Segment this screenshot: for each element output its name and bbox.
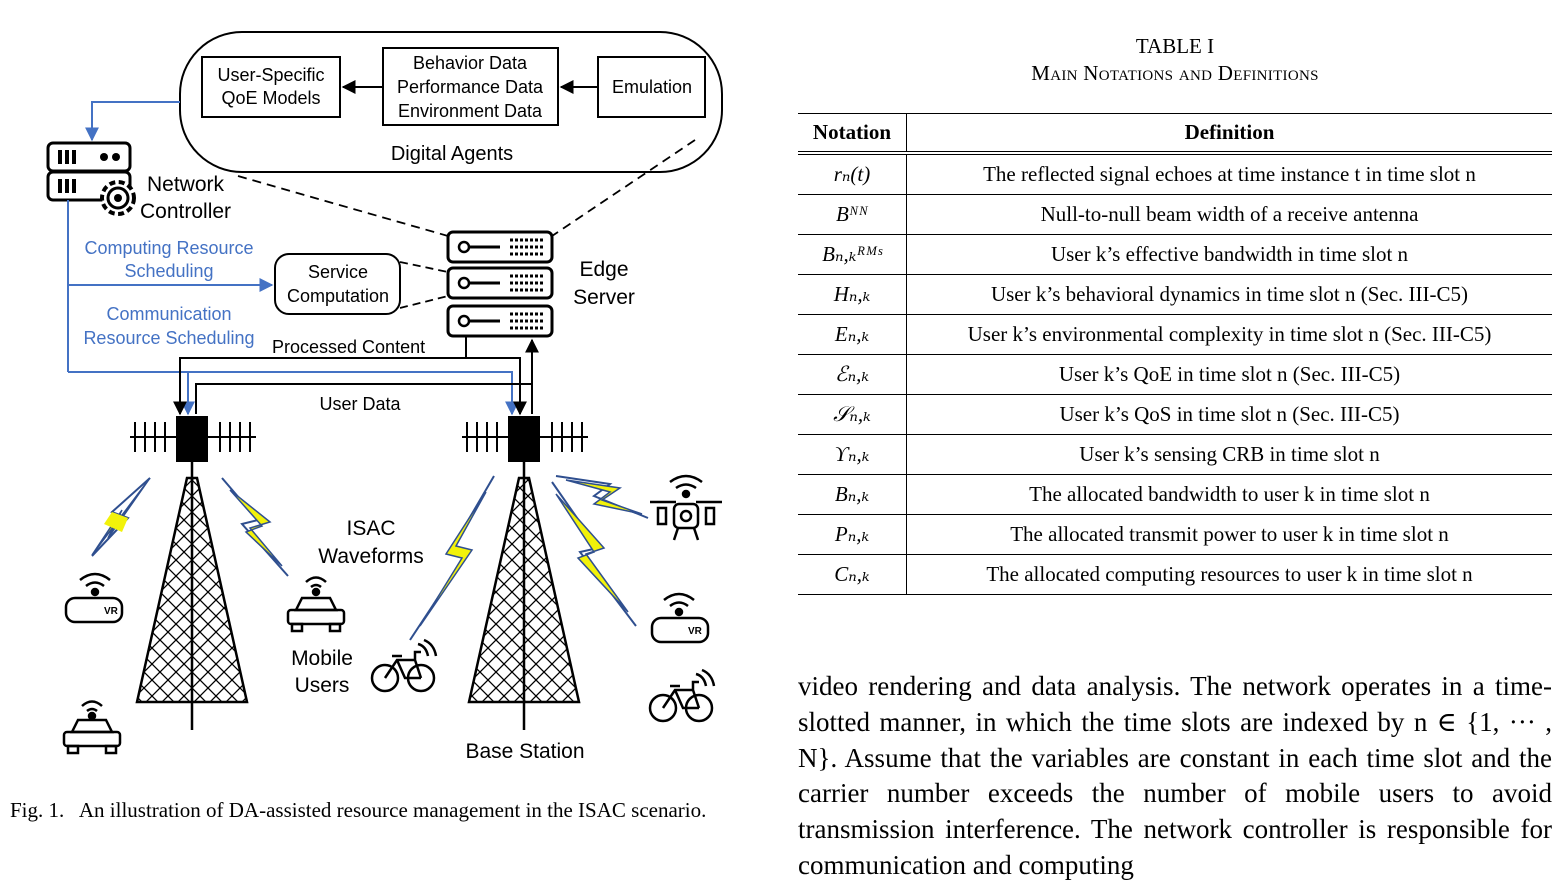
definition-cell: The reflected signal echoes at time inst…	[906, 153, 1552, 195]
body-paragraph: video rendering and data analysis. The n…	[798, 671, 1552, 880]
service-computation-label-2: Computation	[287, 286, 389, 306]
base-station-tower-left	[130, 416, 256, 730]
vr-headset-icon-left: VR	[64, 572, 124, 624]
isac-waveform-bolts	[91, 475, 649, 641]
header-definition: Definition	[906, 113, 1552, 155]
bicycle-icon-center	[370, 638, 438, 693]
emulation-box	[597, 56, 706, 118]
communication-scheduling-label-2: Resource Scheduling	[83, 328, 254, 348]
computing-scheduling-label-2: Scheduling	[124, 261, 213, 281]
notation-cell: Pₙ,ₖ	[798, 514, 907, 555]
edge-server-label-1: Edge	[579, 258, 628, 281]
network-controller-label-1: Network	[147, 173, 225, 196]
notation-cell: ϒₙ,ₖ	[798, 434, 907, 475]
definition-cell: User k’s effective bandwidth in time slo…	[906, 234, 1552, 275]
base-station-tower-right	[462, 416, 588, 730]
notation-cell: 𝒮ₙ,ₖ	[798, 394, 907, 435]
table-caption: TABLE I Main Notations and Definitions	[798, 33, 1552, 87]
notation-cell: Bᴺᴺ	[798, 194, 907, 235]
definition-cell: The allocated bandwidth to user k in tim…	[906, 474, 1552, 515]
processed-content-label: Processed Content	[272, 337, 425, 357]
emulation-label: Emulation	[612, 77, 692, 97]
definition-cell: User k’s behavioral dynamics in time slo…	[906, 274, 1552, 315]
vr-headset-icon-right: VR	[650, 592, 710, 644]
qoe-models-label-2: QoE Models	[221, 88, 320, 108]
table-title: Main Notations and Definitions	[1031, 61, 1319, 85]
performance-data-label: Performance Data	[397, 77, 544, 97]
network-controller-label-2: Controller	[140, 200, 231, 223]
car-icon-center	[286, 576, 346, 633]
environment-data-label: Environment Data	[398, 101, 543, 121]
drone-icon	[650, 474, 722, 541]
definition-cell: User k’s sensing CRB in time slot n	[906, 434, 1552, 475]
base-station-label: Base Station	[465, 740, 584, 763]
bicycle-icon-right	[648, 668, 716, 723]
notation-cell: Bₙ,ₖᴿᴹˢ	[798, 234, 907, 275]
table-row: rₙ(t)The reflected signal echoes at time…	[798, 153, 1552, 195]
svg-text:VR: VR	[104, 606, 119, 617]
service-computation-label-1: Service	[308, 262, 368, 282]
collected-data-box	[382, 47, 559, 126]
mobile-users-label-2: Users	[295, 674, 350, 697]
definition-cell: User k’s QoS in time slot n (Sec. III-C5…	[906, 394, 1552, 435]
definition-cell: The allocated transmit power to user k i…	[906, 514, 1552, 555]
mobile-users-label-1: Mobile	[291, 647, 353, 670]
user-data-label: User Data	[319, 394, 401, 414]
isac-figure: User-Specific QoE Models Behavior Data P…	[46, 31, 723, 763]
header-notation: Notation	[798, 113, 907, 155]
notation-cell: Eₙ,ₖ	[798, 314, 907, 355]
qoe-models-label-1: User-Specific	[217, 65, 324, 85]
digital-agents-title: Digital Agents	[391, 143, 513, 165]
figure-caption: Fig. 1. An illustration of DA-assisted r…	[10, 798, 707, 822]
behavior-data-label: Behavior Data	[413, 53, 528, 73]
notation-cell: Cₙ,ₖ	[798, 554, 907, 595]
notation-cell: rₙ(t)	[798, 153, 907, 195]
definition-cell: User k’s QoE in time slot n (Sec. III-C5…	[906, 354, 1552, 395]
network-controller-icon	[46, 141, 136, 216]
svg-text:VR: VR	[688, 626, 703, 637]
car-icon-left	[62, 700, 122, 755]
notations-table: Notation Definition rₙ(t)The reflected s…	[798, 113, 1552, 595]
edge-server-icon	[446, 230, 554, 338]
notation-cell: Hₙ,ₖ	[798, 274, 907, 315]
computing-scheduling-label-1: Computing Resource	[84, 238, 253, 258]
communication-scheduling-label-1: Communication	[106, 304, 231, 324]
edge-server-label-2: Server	[573, 286, 635, 309]
service-computation-box	[274, 253, 401, 315]
definition-cell: The allocated computing resources to use…	[906, 554, 1552, 595]
notation-cell: Bₙ,ₖ	[798, 474, 907, 515]
table-header-row: Notation Definition	[798, 113, 1552, 155]
definition-cell: User k’s environmental complexity in tim…	[906, 314, 1552, 355]
table-label: TABLE I	[1135, 34, 1215, 58]
qoe-models-box	[201, 56, 341, 118]
isac-waveforms-label-2: Waveforms	[318, 545, 423, 568]
notation-cell: ℰₙ,ₖ	[798, 354, 907, 395]
definition-cell: Null-to-null beam width of a receive ant…	[906, 194, 1552, 235]
isac-waveforms-label-1: ISAC	[346, 517, 395, 540]
